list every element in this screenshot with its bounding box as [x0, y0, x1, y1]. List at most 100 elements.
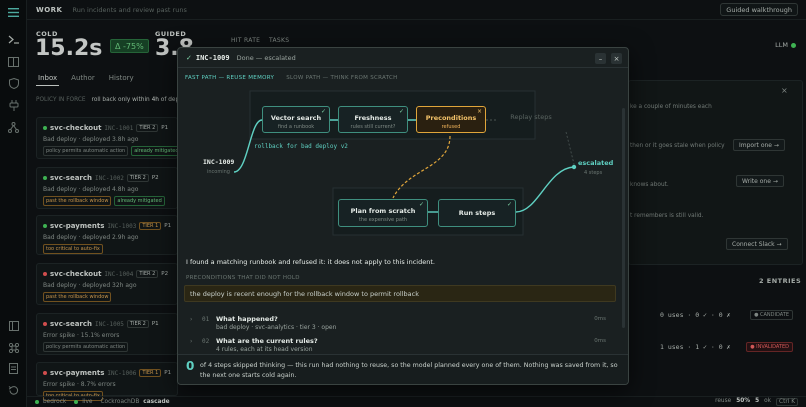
- terminal-icon[interactable]: [6, 32, 21, 47]
- expand-chevron-icon[interactable]: ›: [190, 338, 193, 345]
- skipped-count: 0: [186, 359, 195, 373]
- memory-entry[interactable]: 0 uses · 0 ✓ · 0 ✗ ● CANDIDATE: [628, 304, 803, 326]
- bedrock-label: bedrock: [43, 399, 67, 405]
- entry-uses: 0 uses · 0 ✓ · 0 ✗: [660, 311, 731, 319]
- write-one-button[interactable]: Write one →: [736, 175, 784, 187]
- llm-status-dot: [791, 42, 796, 48]
- tier-badge: TIER 2: [136, 124, 159, 132]
- tasks-header: TASKS: [269, 37, 290, 44]
- node-title: Freshness: [354, 114, 392, 122]
- menu-icon[interactable]: [6, 5, 21, 20]
- priority-badge: P2: [151, 175, 159, 181]
- incident-tags: too critical to auto-fix: [43, 244, 103, 254]
- app-title: WORK: [36, 5, 63, 14]
- step-row[interactable]: › 01 What happened? bad deploy · svc-ana…: [186, 314, 618, 335]
- reuse-label: reuse: [715, 398, 732, 404]
- ok-value: 5: [755, 398, 760, 404]
- service-name: svc-checkout: [50, 124, 102, 132]
- shield-icon[interactable]: [6, 76, 21, 91]
- memory-entry[interactable]: 1 uses · 1 ✓ · 0 ✗ ● INVALIDATED: [628, 336, 803, 358]
- incident-description: Error spike · 15.1% errors: [43, 332, 120, 339]
- preconditions-label: PRECONDITIONS THAT DID NOT HOLD: [186, 275, 300, 281]
- step-question: What are the current rules?: [216, 337, 318, 345]
- reuse-value: 50%: [736, 398, 751, 404]
- right-text-4: t remembers is still valid.: [630, 213, 704, 219]
- priority-badge: P1: [151, 321, 159, 327]
- start-label: INC-1009: [203, 158, 235, 166]
- tier-badge: TIER 1: [139, 369, 162, 377]
- node-vector-search[interactable]: Vector search find a runbook ✓: [262, 106, 330, 133]
- history-icon[interactable]: [6, 383, 21, 398]
- import-one-button[interactable]: Import one →: [733, 139, 785, 151]
- policy-text: roll back only within 4h of dep: [92, 97, 180, 103]
- llm-label: LLM: [775, 41, 788, 49]
- incident-tag: past the rollback window: [43, 196, 112, 206]
- top-bar: WORK Run incidents and review past runs …: [27, 0, 806, 20]
- hit-rate-header: HIT RATE: [231, 37, 261, 44]
- step-time: 0ms: [594, 338, 606, 344]
- tab-author[interactable]: Author: [71, 74, 95, 82]
- close-button[interactable]: ×: [611, 53, 622, 64]
- status-dot: [43, 126, 47, 130]
- db-name: cascade: [143, 399, 170, 405]
- book-icon[interactable]: [6, 54, 21, 69]
- node-plan-from-scratch[interactable]: Plan from scratch the expensive path ✓: [338, 199, 428, 227]
- node-run-steps[interactable]: Run steps ✓: [438, 199, 516, 227]
- node-replay-steps[interactable]: Replay steps: [496, 106, 566, 133]
- match-label: rollback for bad deploy v2: [254, 143, 348, 150]
- guided-walkthrough-button[interactable]: Guided walkthrough: [720, 3, 798, 16]
- policy-text-post: of dep: [158, 97, 180, 103]
- edge-run-end: [515, 166, 575, 213]
- service-name: svc-payments: [50, 222, 105, 230]
- right-close-icon[interactable]: ×: [781, 86, 788, 95]
- tab-history[interactable]: History: [108, 74, 134, 82]
- tab-inbox[interactable]: Inbox: [36, 74, 60, 86]
- live-status-dot: [74, 400, 79, 404]
- status-dot: [43, 371, 47, 375]
- llm-status: LLM: [775, 41, 796, 49]
- node-subtitle: the expensive path: [358, 217, 408, 223]
- done-check-icon: ✓: [186, 53, 192, 62]
- command-icon[interactable]: [6, 340, 21, 355]
- status-dot: [43, 272, 47, 276]
- panel-icon[interactable]: [6, 318, 21, 333]
- plug-icon[interactable]: [6, 98, 21, 113]
- step-number: 01: [202, 316, 210, 323]
- footer-text: of 4 steps skipped thinking — this run h…: [200, 362, 618, 379]
- incident-tag: already mitigated: [114, 196, 165, 206]
- node-title: Preconditions: [425, 114, 477, 122]
- modal-incident-id: INC-1009: [195, 53, 230, 62]
- node-freshness[interactable]: Freshness rules still current? ✓: [338, 106, 408, 133]
- network-icon[interactable]: [6, 120, 21, 135]
- incident-description: Bad deploy · deployed 2.9h ago: [43, 234, 139, 241]
- incident-id: INC-1004: [104, 270, 134, 278]
- icon-rail: [0, 0, 27, 407]
- incident-id: INC-1005: [95, 320, 124, 328]
- node-preconditions[interactable]: Preconditions refused ×: [416, 106, 486, 133]
- expand-chevron-icon[interactable]: ›: [190, 316, 193, 323]
- invalidated-badge: ● INVALIDATED: [746, 342, 793, 352]
- check-icon: ✓: [506, 201, 512, 208]
- node-subtitle: find a runbook: [277, 124, 315, 130]
- shortcut-hint[interactable]: Ctrl K: [776, 398, 798, 406]
- document-icon[interactable]: [6, 361, 21, 376]
- path-legend: FAST PATH — REUSE MEMORY SLOW PATH — THI…: [185, 75, 398, 81]
- service-name: svc-search: [50, 320, 93, 328]
- incident-description: Bad deploy · deployed 3.8h ago: [43, 136, 139, 143]
- modal-scrollbar[interactable]: [622, 108, 625, 328]
- minimize-button[interactable]: –: [595, 53, 606, 64]
- step-row[interactable]: › 02 What are the current rules? 4 rules…: [186, 336, 618, 357]
- step-time: 0ms: [594, 316, 606, 322]
- node-title: Plan from scratch: [350, 207, 416, 215]
- service-name: svc-search: [50, 174, 93, 182]
- connect-slack-button[interactable]: Connect Slack →: [726, 238, 788, 250]
